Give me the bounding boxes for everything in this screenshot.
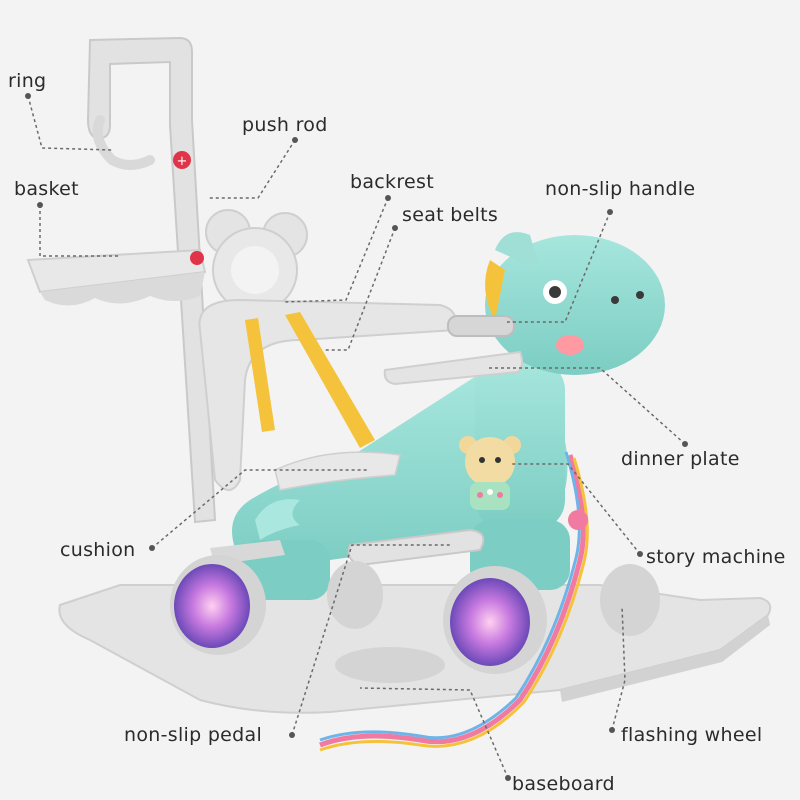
label-flashing-wheel: flashing wheel — [621, 724, 763, 746]
basket-shape — [26, 248, 207, 306]
baseboard-shape — [58, 584, 772, 714]
leader-line-seat-belts — [324, 227, 396, 351]
flashing-wheels-shape — [170, 555, 660, 674]
label-seat-belts: seat belts — [402, 204, 499, 226]
leader-line-push-rod — [208, 139, 296, 199]
story-machine-shape — [459, 436, 521, 510]
label-push-rod: push rod — [242, 114, 328, 136]
label-basket: basket — [14, 178, 79, 200]
label-dinner-plate: dinner plate — [621, 448, 740, 470]
leader-line-non-slip-handle — [507, 211, 611, 323]
ribbon-shape — [319, 451, 589, 752]
dinner-plate-shape — [383, 350, 524, 386]
label-ring: ring — [8, 70, 47, 92]
leader-lines — [27, 95, 686, 779]
leader-line-non-slip-pedal — [291, 544, 450, 736]
label-non-slip-pedal: non-slip pedal — [124, 724, 263, 746]
leader-line-cushion — [151, 469, 368, 549]
leader-line-dinner-plate — [488, 367, 686, 445]
backrest-shape — [190, 209, 308, 313]
leader-line-backrest — [282, 197, 389, 303]
ring-shape — [92, 115, 155, 170]
label-baseboard: baseboard — [512, 773, 615, 795]
label-non-slip-handle: non-slip handle — [545, 178, 696, 200]
label-story-machine: story machine — [646, 546, 786, 568]
non-slip-handle-shape — [447, 315, 515, 337]
label-cushion: cushion — [60, 539, 136, 561]
leader-line-story-machine — [510, 463, 641, 555]
label-backrest: backrest — [350, 171, 434, 193]
leader-dots — [25, 93, 688, 781]
leader-line-basket — [39, 205, 120, 257]
cushion-shape — [274, 451, 401, 491]
svg-text:+: + — [177, 154, 188, 169]
leader-line-baseboard — [359, 687, 509, 779]
push-rod-shape: + — [86, 36, 217, 524]
horse-body-shape — [232, 232, 665, 600]
